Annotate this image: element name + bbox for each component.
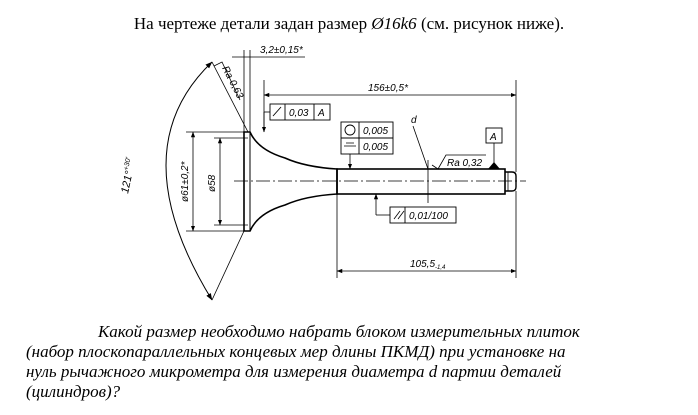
straightness-icon (344, 142, 356, 147)
valve-stem (336, 168, 506, 195)
d-label: d (411, 115, 417, 126)
flatness-symbol (272, 106, 282, 117)
question-line-3: нуль рычажного микрометра для измерения … (26, 362, 562, 381)
angle-ext-bottom (211, 230, 245, 301)
question-line-2: (набор плоскопараллельных концевых мер д… (26, 342, 566, 361)
dim-3-2-label: 3,2±0,15* (260, 45, 304, 56)
intro-suffix: (см. рисунок ниже). (416, 14, 565, 33)
flatness-datum: A (317, 108, 325, 119)
roughness-right-sign (431, 154, 486, 170)
roughness-left-sign (213, 61, 241, 101)
dim-105-label: 105,5-1,4 (410, 259, 446, 271)
datum-A-triangle (488, 162, 500, 169)
intro-dimension: Ø16k6 (371, 14, 417, 33)
stem-tip (505, 171, 517, 192)
datum-A-label: A (489, 132, 497, 143)
runout-frame (389, 206, 457, 224)
question-text: Какой размер необходимо набрать блоком и… (26, 322, 686, 402)
dim-156-label: 156±0,5* (368, 83, 409, 94)
dim-d58-label: ø58 (207, 174, 218, 192)
angle-arc (165, 61, 213, 301)
cylindricity-icon (344, 124, 356, 136)
intro-prefix: На чертеже детали задан размер (133, 14, 372, 33)
cyl-value-1: 0,005 (363, 126, 388, 137)
d-leader (412, 125, 429, 170)
angle-ext-top (211, 61, 249, 133)
flatness-frame (269, 103, 331, 121)
runout-value: 0,01/100 (409, 211, 448, 222)
question-line-1: Какой размер необходимо набрать блоком и… (98, 322, 580, 341)
flatness-value: 0,03 (289, 108, 309, 119)
valve-head-outline (243, 131, 338, 232)
angle-label: 121°+30' (118, 156, 138, 195)
roughness-right-label: Ra 0,32 (447, 158, 482, 169)
parallelism-icon (393, 210, 405, 220)
intro-text: На чертеже детали задан размер Ø16k6 (см… (0, 14, 698, 34)
roughness-left-label: Ra 0,63 (219, 64, 245, 101)
cyl-value-2: 0,005 (363, 142, 388, 153)
dim-d61-label: ø61±0,2* (180, 160, 191, 202)
question-line-4: (цилиндров)? (26, 382, 121, 401)
